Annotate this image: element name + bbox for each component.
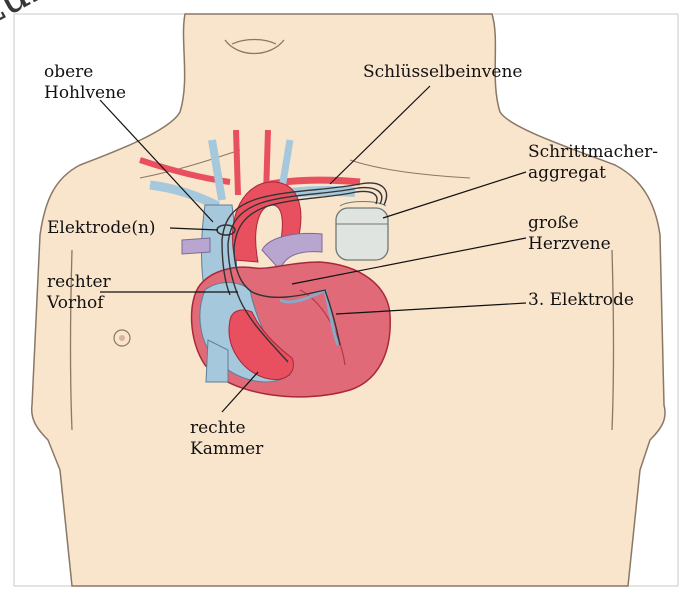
label-vena-cava-line2: Hohlvene: [44, 83, 126, 104]
label-right-ventricle-line2: Kammer: [190, 439, 263, 460]
label-cardiac-vein-line1: große: [528, 213, 611, 234]
carotid-left: [236, 130, 238, 195]
label-right-atrium: rechter Vorhof: [47, 272, 111, 314]
label-pacemaker-line2: aggregat: [528, 163, 658, 184]
pulmonary-vein-left: [182, 238, 210, 254]
label-pacemaker-line1: Schrittmacher-: [528, 142, 658, 163]
label-subclavian-vein: Schlüsselbeinvene: [363, 62, 522, 83]
label-pacemaker: Schrittmacher- aggregat: [528, 142, 658, 184]
label-right-ventricle-line1: rechte: [190, 418, 263, 439]
label-right-ventricle: rechte Kammer: [190, 418, 263, 460]
label-third-electrode: 3. Elektrode: [528, 290, 634, 311]
nipple-left-center: [119, 335, 125, 341]
label-right-atrium-line1: rechter: [47, 272, 111, 293]
label-cardiac-vein: große Herzvene: [528, 213, 611, 255]
label-cardiac-vein-line2: Herzvene: [528, 234, 611, 255]
pacemaker-device: [336, 208, 388, 260]
label-electrodes: Elektrode(n): [47, 218, 156, 239]
label-right-atrium-line2: Vorhof: [47, 293, 111, 314]
label-vena-cava: obere Hohlvene: [44, 62, 126, 104]
label-vena-cava-line1: obere: [44, 62, 126, 83]
